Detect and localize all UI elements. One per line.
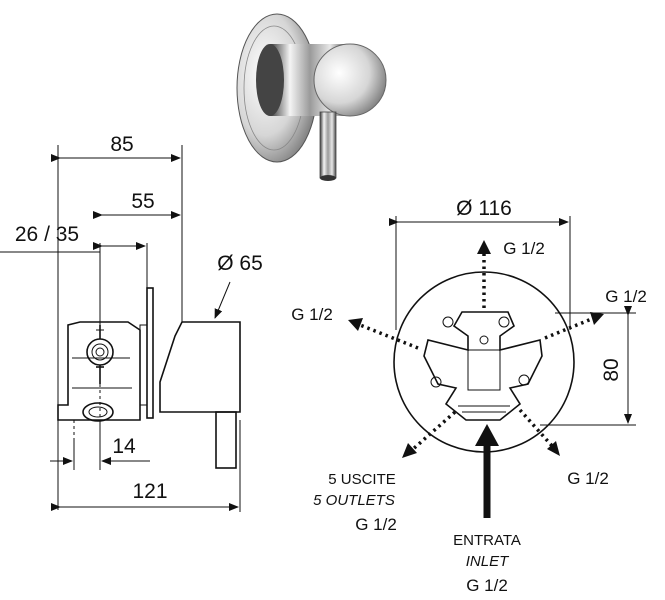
- front-view: Ø 116 80 G 1/2 G 1/2 G 1/2 G 1/2 5 USCIT…: [291, 197, 647, 595]
- inlet-thread: G 1/2: [466, 576, 508, 595]
- front-valve-body: [423, 311, 543, 421]
- handle-housing: [159, 321, 241, 413]
- outlet-arrow-bottom-left: [410, 410, 457, 452]
- dim-total-width: 121: [132, 480, 167, 503]
- wall-plate: [146, 287, 154, 419]
- thread-left: G 1/2: [291, 305, 333, 324]
- side-view: 85 55 26 / 35 Ø 65 14 121: [0, 133, 263, 512]
- dim-offset: 14: [112, 435, 136, 458]
- thread-bottom-right: G 1/2: [567, 469, 609, 488]
- dim-total-depth: 85: [110, 133, 133, 156]
- dim-front-height: 80: [600, 358, 623, 381]
- inlet-label-it: ENTRATA: [453, 532, 521, 549]
- outlet-arrow-bottom-right: [518, 408, 555, 449]
- dim-body-depth: 55: [131, 190, 154, 213]
- thread-right: G 1/2: [605, 287, 647, 306]
- valve-body: [57, 321, 141, 421]
- leader-65: [214, 281, 231, 319]
- outlets-thread: G 1/2: [355, 515, 397, 534]
- dim-wall-range: 26 / 35: [15, 223, 79, 246]
- dim-front-diameter: Ø 116: [456, 197, 512, 220]
- outlet-arrow-left: [359, 323, 419, 350]
- lever: [215, 411, 237, 469]
- outlets-label-it: 5 USCITE: [328, 471, 396, 488]
- outlets-label-en: 5 OUTLETS: [313, 492, 395, 509]
- dim-plate-diameter: Ø 65: [217, 252, 263, 275]
- thread-top: G 1/2: [503, 239, 545, 258]
- product-photo: [236, 13, 387, 181]
- upper-port: [86, 338, 114, 366]
- outlet-arrow-right: [544, 316, 595, 340]
- inlet-label-en: INLET: [466, 553, 510, 570]
- lower-port: [82, 402, 114, 422]
